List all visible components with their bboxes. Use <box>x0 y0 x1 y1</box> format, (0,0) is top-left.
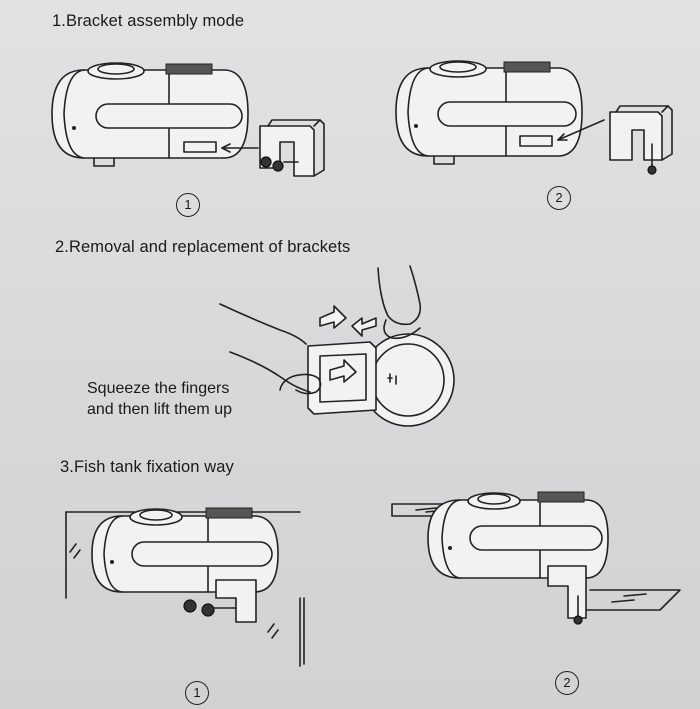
removal-instruction-line-1: Squeeze the fingers <box>87 380 230 397</box>
removal-instruction-line-2: and then lift them up <box>87 401 232 418</box>
step-1-marker: 1 <box>185 681 209 705</box>
feeder-with-bracket-illustration-2 <box>395 60 673 175</box>
step-1-marker: 1 <box>176 193 200 217</box>
feeder-on-tank-wall-illustration <box>65 507 305 667</box>
step-2-marker: 2 <box>547 186 571 210</box>
feeder-on-tank-lid-illustration <box>391 491 681 625</box>
hand-removing-bracket-illustration <box>219 265 455 427</box>
section-1-heading: 1.Bracket assembly mode <box>52 12 245 30</box>
section-2-heading: 2.Removal and replacement of brackets <box>55 238 351 256</box>
section-3-heading: 3.Fish tank fixation way <box>60 458 234 476</box>
step-2-marker: 2 <box>555 671 579 695</box>
feeder-with-bracket-illustration-1 <box>51 62 325 177</box>
